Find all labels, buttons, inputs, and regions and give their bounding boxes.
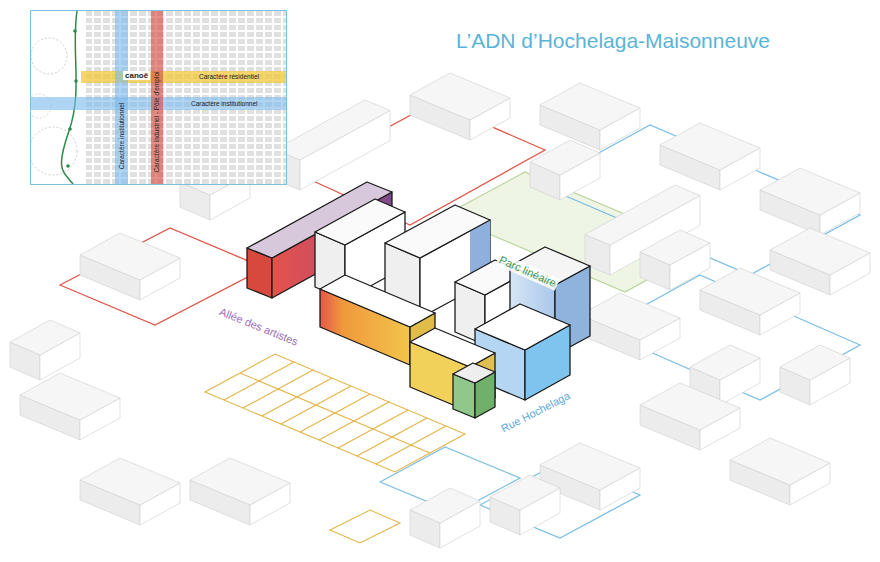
logo-label: canoë [123, 71, 150, 80]
project-buildings [247, 182, 590, 418]
street-label: Allée des artistes [216, 304, 302, 349]
band-label: Caractère institutionnel [191, 100, 257, 107]
residential-band: Caractère résidentiel [81, 71, 286, 83]
band-label: Caractère industriel - Pôle d'emploi [154, 71, 161, 172]
institutional-parcels [380, 125, 860, 538]
key-map-inset: Caractère résidentielCaractère instituti… [30, 10, 287, 185]
page-title: L’ADN d’Hochelaga-Maisonneuve [456, 29, 770, 53]
industrial-band: Caractère industriel - Pôle d'emploi [151, 11, 163, 184]
band-label: Caractère résidentiel [199, 74, 259, 81]
street-label: Rue Hochelaga [497, 388, 574, 436]
institutional-band: Caractère institutionnel [115, 11, 128, 184]
band-label: Caractère institutionnel [118, 102, 125, 168]
